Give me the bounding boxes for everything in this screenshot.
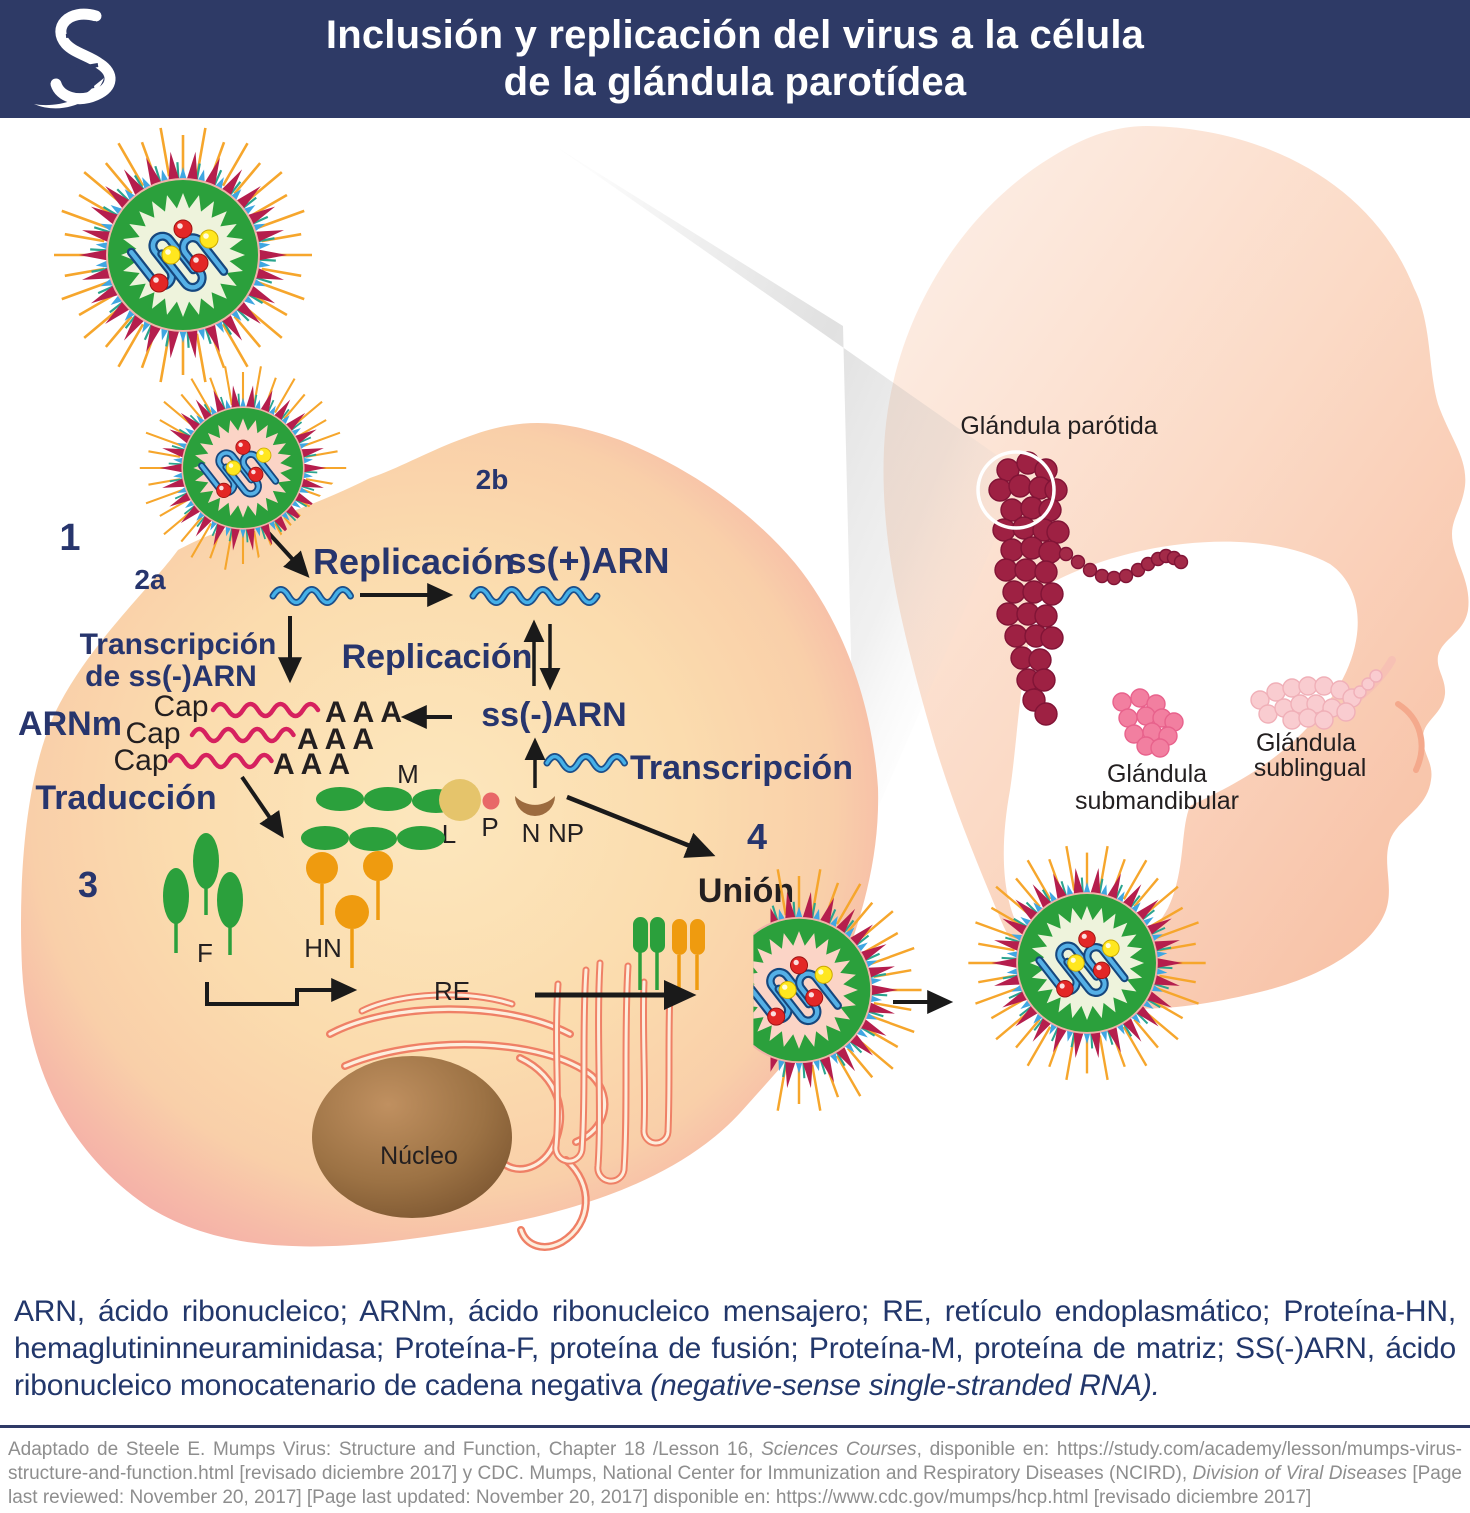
label-transcripcion-right: Transcripción (630, 749, 853, 787)
mouth-region (1003, 541, 1358, 964)
label-replicacion-mid: Replicación (342, 638, 533, 676)
abbreviation-definitions: ARN, ácido ribonucleico; ARNm, ácido rib… (14, 1293, 1456, 1404)
endoplasmic-reticulum (326, 959, 674, 1251)
label-transcripcion-2: de ss(-)ARN (85, 660, 257, 693)
page-title-line1: Inclusión y replicación del virus a la c… (325, 13, 1145, 57)
sublingual-gland (1250, 669, 1383, 730)
citation-part3: [Page last reviewed: November 20, 2017] … (8, 1463, 1462, 1508)
label-l: L (442, 819, 456, 849)
gland-highlight-circle (976, 450, 1056, 530)
step-2a: 2a (134, 564, 166, 595)
footer-divider (0, 1425, 1470, 1428)
citation-part2: , disponible en: https://study.com/acade… (8, 1439, 1462, 1484)
step-2b: 2b (476, 464, 509, 495)
label-m: M (397, 759, 419, 789)
citation-italic1: Sciences Courses (761, 1439, 917, 1460)
label-cap-2: Cap (125, 717, 180, 750)
zoom-beam (558, 148, 1008, 858)
label-cap-3: Cap (113, 744, 168, 777)
page-title-line2: de la glándula parotídea (503, 60, 967, 104)
label-ss-minus-arn: ss(-)ARN (481, 696, 626, 734)
label-sublingual-1: Glándula (1256, 729, 1356, 757)
definitions-text: ARN, ácido ribonucleico; ARNm, ácido rib… (14, 1295, 1456, 1402)
nucleus (312, 1056, 512, 1218)
step-3: 3 (78, 864, 98, 905)
viral-proteins (163, 779, 705, 990)
label-hn: HN (304, 933, 342, 963)
submandibular-gland (1112, 688, 1184, 758)
label-parotid: Glándula parótida (960, 412, 1157, 440)
label-p: P (481, 812, 498, 842)
label-aaa-1: AAA (325, 696, 408, 729)
virus-free (52, 126, 314, 384)
label-f: F (197, 938, 213, 968)
label-aaa-2: AAA (297, 723, 380, 756)
pathway-arrows (205, 527, 954, 1014)
label-traduccion: Traducción (35, 779, 216, 817)
step-4: 4 (747, 816, 767, 857)
label-transcripcion-1: Transcripción (80, 628, 277, 661)
label-ss-plus-arn: ss(+)ARN (506, 540, 669, 581)
citation-part1: Adaptado de Steele E. Mumps Virus: Struc… (8, 1439, 762, 1460)
citation: Adaptado de Steele E. Mumps Virus: Struc… (8, 1438, 1462, 1510)
label-re: RE (434, 976, 470, 1006)
label-submandibular-2: submandibular (1075, 787, 1239, 815)
host-cell (20, 422, 879, 1247)
label-replicacion-top: Replicación (313, 541, 515, 582)
face-profile (883, 126, 1469, 1009)
label-aaa-3: AAA (273, 748, 356, 781)
rna-strands (167, 586, 628, 773)
parotid-gland (988, 451, 1189, 726)
label-n: N (522, 818, 541, 848)
label-nucleo: Núcleo (380, 1142, 458, 1170)
step-1: 1 (59, 517, 80, 559)
citation-italic2: Division of Viral Diseases (1192, 1463, 1407, 1484)
label-arnm: ARNm (18, 705, 122, 743)
dna-helix-icon (34, 8, 116, 109)
label-np: NP (548, 818, 584, 848)
label-cap-1: Cap (153, 690, 208, 723)
diagram-canvas: Glándula parótida Glándula submandibular… (18, 126, 1469, 1251)
label-sublingual-2: sublingual (1254, 754, 1367, 782)
label-submandibular-1: Glándula (1107, 760, 1207, 788)
definitions-italic: (negative-sense single-stranded RNA). (650, 1369, 1160, 1402)
header-bar: Inclusión y replicación del virus a la c… (0, 0, 1470, 118)
